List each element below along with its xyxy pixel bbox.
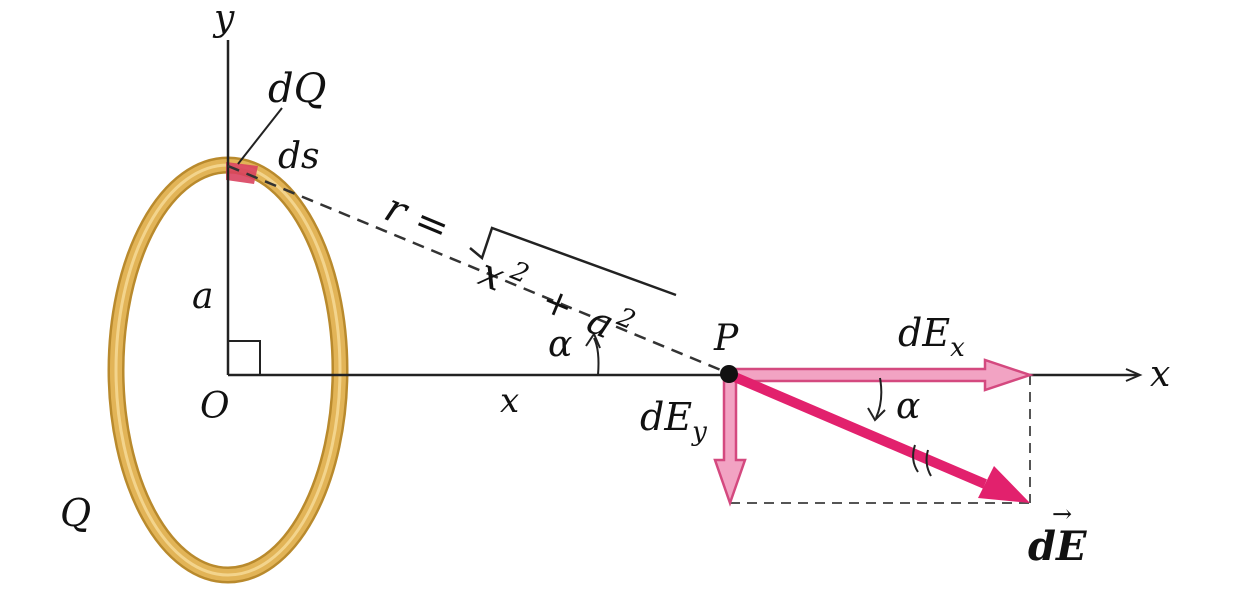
dEy-component-arrow — [713, 373, 747, 507]
origin-O-label: O — [200, 386, 230, 427]
alpha-arc-left-head — [585, 331, 601, 349]
alpha-arc-right — [875, 377, 883, 419]
r-formula-x: x — [472, 250, 510, 301]
radius-a-label: a — [192, 276, 213, 317]
y-axis-label: y — [212, 0, 235, 39]
right-angle-marker — [228, 340, 261, 375]
r-formula-plus: + — [536, 279, 580, 328]
dEy-subscript: y — [691, 417, 707, 447]
ds-label: ds — [278, 136, 320, 177]
dE-vector-arrow-mark: → — [1052, 500, 1072, 528]
x-axis-label: x — [1150, 354, 1170, 395]
dE-field-vector — [728, 370, 1030, 503]
r-formula-a: a — [581, 297, 621, 349]
dEy-label: dEy — [640, 395, 707, 447]
dEx-label: dEx — [898, 311, 965, 363]
distance-r-line — [227, 164, 729, 375]
radical-sign — [469, 226, 677, 297]
dEx-subscript: x — [950, 333, 965, 363]
total-charge-Q-label: Q — [60, 491, 91, 535]
point-P-label: P — [713, 318, 739, 359]
vector-tick-marks — [912, 444, 932, 477]
alpha-arc-left — [593, 337, 600, 376]
alpha-right-label: α — [896, 386, 920, 427]
dq-leader-line — [237, 107, 283, 165]
dQ-label: dQ — [268, 66, 326, 112]
alpha-left-label: α — [548, 324, 572, 365]
distance-x-label: x — [500, 381, 519, 421]
x-axis-arrowhead — [1125, 368, 1143, 382]
dEx-component-arrow — [728, 358, 1034, 392]
r-formula-lhs: r = — [378, 185, 456, 253]
alpha-arc-right-head — [867, 407, 886, 422]
point-P — [720, 365, 738, 383]
dE-label: dE — [1028, 523, 1087, 570]
